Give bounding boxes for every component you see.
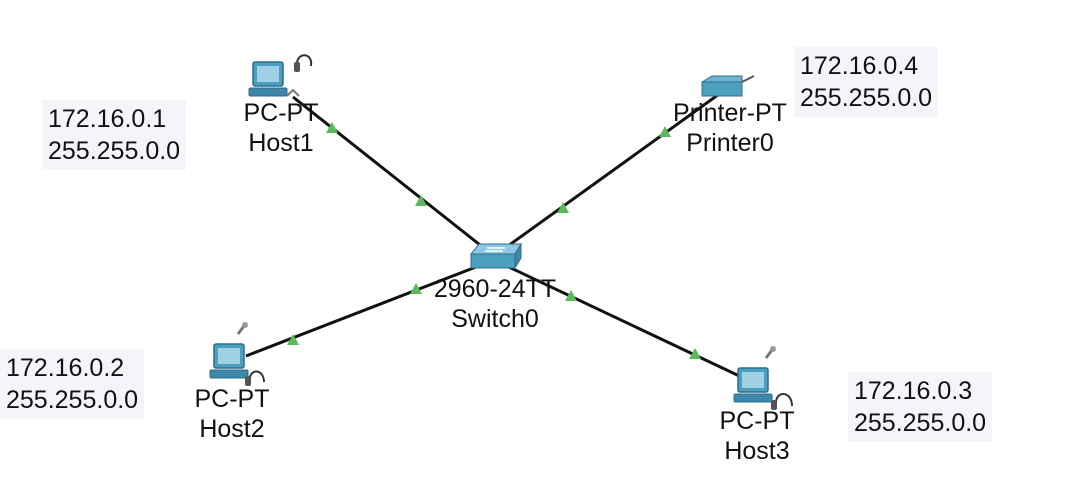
printer-icon xyxy=(701,75,755,97)
device-printer0[interactable] xyxy=(701,75,755,97)
links-layer xyxy=(245,90,753,384)
pc-icon xyxy=(209,322,265,386)
subnet-mask: 255.255.0.0 xyxy=(6,386,139,414)
device-model: PC-PT xyxy=(719,407,795,435)
subnet-mask: 255.255.0.0 xyxy=(48,137,181,165)
link-status-up-icon xyxy=(415,195,427,206)
device-model: Printer-PT xyxy=(673,99,787,127)
ip-address: 172.16.0.4 xyxy=(800,52,919,80)
device-host1[interactable] xyxy=(248,54,313,97)
link-status-up-icon xyxy=(689,348,701,359)
ip-address: 172.16.0.1 xyxy=(48,105,167,133)
ip-address: 172.16.0.3 xyxy=(854,377,973,405)
pc-icon xyxy=(248,54,313,97)
link-status-up-icon xyxy=(557,202,569,213)
device-name: Host2 xyxy=(199,415,265,443)
pc-icon xyxy=(733,346,793,410)
ip-note-host2[interactable]: 172.16.0.2 255.255.0.0 xyxy=(0,349,145,419)
device-model: 2960-24TT xyxy=(433,275,557,303)
subnet-mask: 255.255.0.0 xyxy=(854,409,987,437)
ip-note-host3[interactable]: 172.16.0.3 255.255.0.0 xyxy=(848,372,993,442)
switch-icon xyxy=(469,242,522,270)
device-name: Host1 xyxy=(248,129,314,157)
device-host2[interactable] xyxy=(209,322,265,386)
ip-note-printer0[interactable]: 172.16.0.4 255.255.0.0 xyxy=(794,47,939,117)
device-switch0[interactable] xyxy=(469,242,522,270)
device-label-switch0: 2960-24TT Switch0 xyxy=(420,274,570,334)
device-name: Switch0 xyxy=(451,305,539,333)
ip-address: 172.16.0.2 xyxy=(6,354,125,382)
link-host2-switch0[interactable] xyxy=(245,258,495,358)
device-model: PC-PT xyxy=(243,99,319,127)
device-model: PC-PT xyxy=(194,385,270,413)
device-label-printer0: Printer-PT Printer0 xyxy=(660,98,800,158)
device-label-host1: PC-PT Host1 xyxy=(226,98,336,158)
link-status-up-icon xyxy=(326,122,338,133)
link-status-up-icon xyxy=(565,290,577,301)
device-name: Host3 xyxy=(724,437,790,465)
ip-note-host1[interactable]: 172.16.0.1 255.255.0.0 xyxy=(42,100,187,170)
link-status-up-icon xyxy=(410,283,422,294)
link-printer0-switch0[interactable] xyxy=(493,90,723,258)
device-host3[interactable] xyxy=(733,346,793,410)
link-status-up-icon xyxy=(659,126,671,137)
device-name: Printer0 xyxy=(686,129,774,157)
device-label-host2: PC-PT Host2 xyxy=(177,384,287,444)
link-status-layer xyxy=(287,122,701,359)
link-status-up-icon xyxy=(287,334,299,345)
subnet-mask: 255.255.0.0 xyxy=(800,84,933,112)
device-label-host3: PC-PT Host3 xyxy=(702,406,812,466)
link-host3-switch0[interactable] xyxy=(493,258,753,384)
link-host1-switch0[interactable] xyxy=(292,95,495,258)
